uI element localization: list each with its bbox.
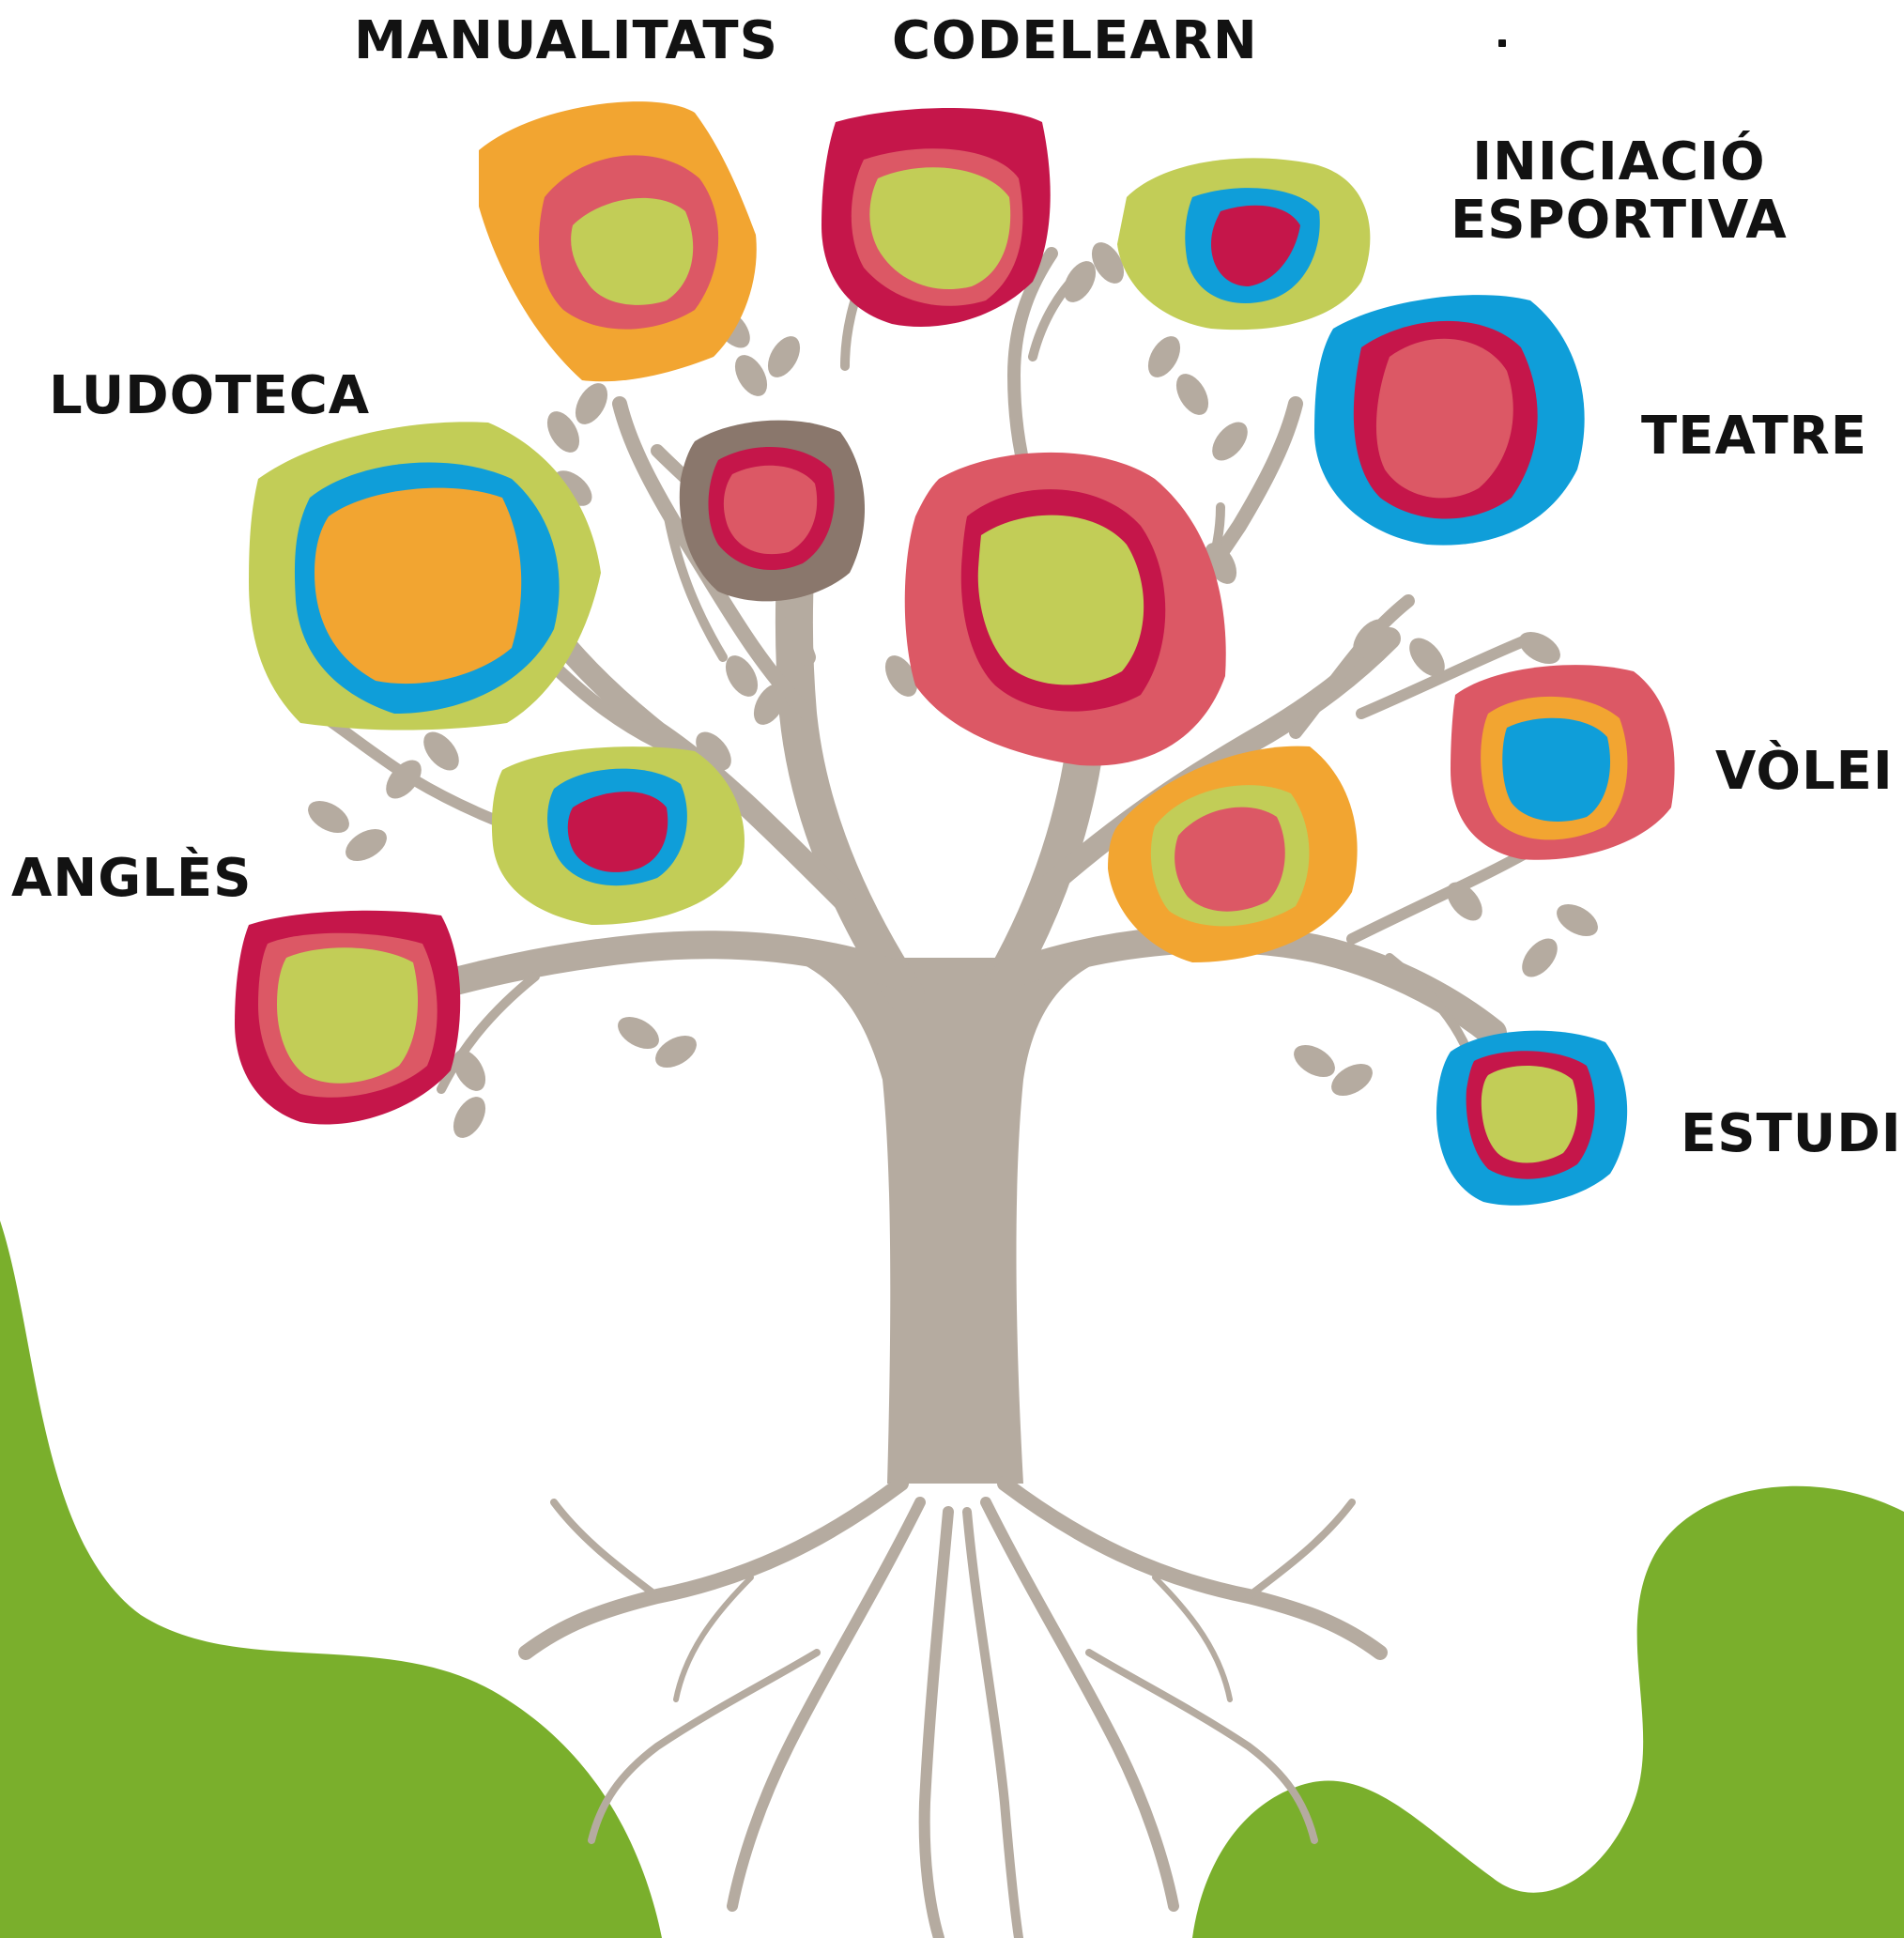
label-manualitats: MANUALITATS xyxy=(354,10,778,71)
blob-codelearn xyxy=(821,108,1051,327)
blob-estudi xyxy=(1436,1030,1628,1206)
label-codelearn: CODELEARN xyxy=(892,10,1258,71)
label-ludoteca: LUDOTECA xyxy=(49,365,371,426)
label-volei: VÒLEI xyxy=(1715,741,1894,802)
blob-manualitats xyxy=(479,101,757,382)
label-estudi: ESTUDI xyxy=(1681,1103,1902,1164)
label-iniciacio-line2: ESPORTIVA xyxy=(1451,190,1788,251)
blob-right-mid xyxy=(1108,746,1358,962)
blob-angles xyxy=(235,910,461,1125)
green-wave-left xyxy=(0,1221,662,1938)
blob-ludoteca xyxy=(249,422,601,731)
green-wave-right xyxy=(1192,1485,1904,1938)
label-angles: ANGLÈS xyxy=(11,848,253,909)
blob-center xyxy=(904,452,1226,766)
label-teatre: TEATRE xyxy=(1641,406,1868,467)
blob-left-mid xyxy=(491,746,745,925)
blob-brown xyxy=(679,420,866,602)
label-iniciacio-esportiva: INICIACIÓ ESPORTIVA xyxy=(1451,133,1788,250)
label-iniciacio-line1: INICIACIÓ xyxy=(1472,131,1766,192)
dot-mark xyxy=(1498,39,1506,47)
blob-volei xyxy=(1451,665,1675,860)
blob-iniciacio xyxy=(1117,158,1371,331)
blob-teatre xyxy=(1314,295,1585,546)
